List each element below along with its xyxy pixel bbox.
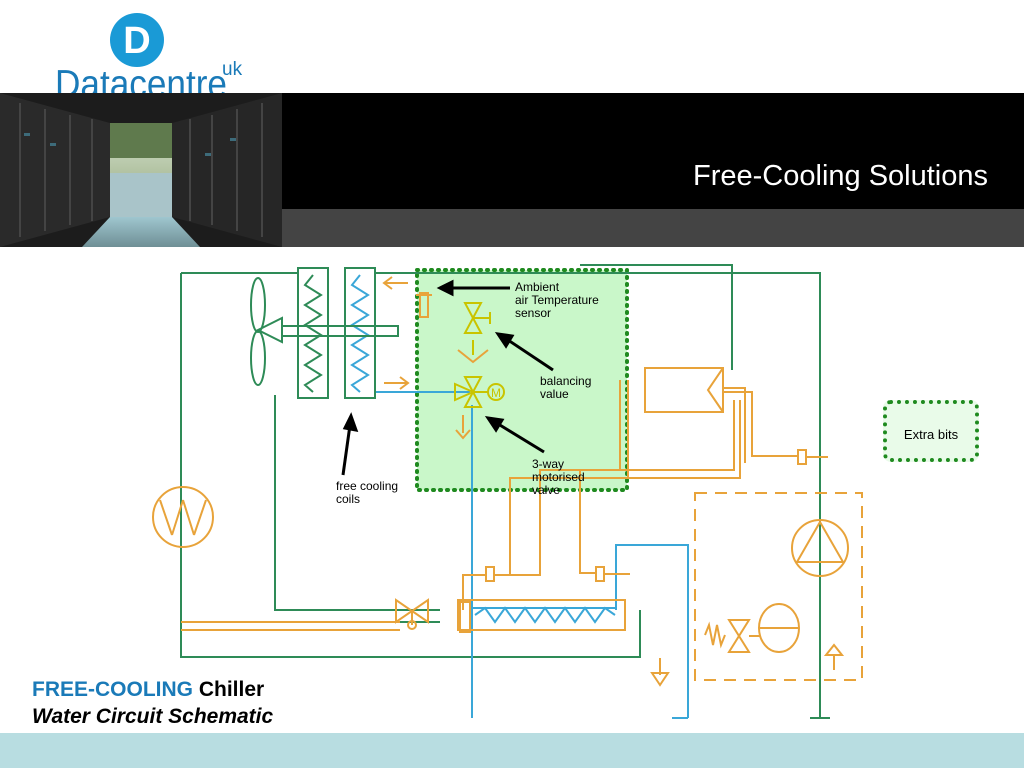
corridor-image: [0, 93, 282, 247]
temperature-sensor-icon: [419, 292, 429, 318]
caption-line2: Water Circuit Schematic: [32, 705, 274, 728]
heat-exchanger-icon: [457, 599, 626, 633]
three-way-valve-icon: [454, 376, 505, 408]
condenser-coil: [297, 267, 329, 399]
title-underbar: [282, 209, 1024, 247]
diagram-caption: FREE-COOLING Chiller Water Circuit Schem…: [32, 676, 273, 730]
diagram-labels: Ambient air Temperature sensor balancing…: [336, 280, 599, 506]
expansion-valve-icon: [395, 598, 429, 630]
drain-arrow-icon: [455, 415, 471, 440]
relief-valve-icon: [704, 603, 800, 653]
up-arrow-icon: [823, 643, 845, 670]
page-title: Free-Cooling Solutions: [693, 160, 988, 192]
free-cooling-coil: [344, 267, 376, 399]
refrigerant-unit-box: [694, 492, 863, 681]
balancing-label-line1: balancing: [540, 374, 591, 388]
valve-label-line1: 3-way: [532, 457, 564, 471]
coils-label-line2: coils: [336, 492, 360, 506]
extra-bits-label: Extra bits: [903, 427, 959, 442]
evaporator-icon: [644, 367, 724, 413]
balancing-label-line2: value: [540, 387, 569, 401]
pump-icon: [791, 519, 849, 577]
extra-bits-box: Extra bits: [883, 400, 979, 462]
caption-highlight: FREE-COOLING: [32, 678, 193, 701]
pointer-arrows: [341, 279, 554, 476]
balancing-valve-icon: [457, 302, 491, 364]
compressor-icon: [152, 486, 214, 548]
drain-arrow-bottom-icon: [650, 658, 670, 687]
sensor-label-line2: air Temperature: [515, 293, 599, 307]
logo-letter: D: [123, 20, 150, 62]
orange-pipework: [181, 380, 800, 631]
sensor-label-line1: Ambient: [515, 280, 560, 294]
motor-symbol: M: [491, 386, 501, 400]
caption-rest: Chiller: [193, 678, 265, 701]
title-bar: [282, 93, 1024, 209]
flow-arrows: [382, 276, 410, 390]
logo-circle: [110, 13, 164, 67]
caption-line1: FREE-COOLING Chiller: [32, 676, 273, 703]
valve-label-line3: valve: [532, 483, 560, 497]
footer-bar: [0, 733, 1024, 768]
datacenter-photo: [0, 93, 282, 247]
coils-label-line1: free cooling: [336, 479, 398, 493]
highlight-region: [415, 268, 629, 492]
sensor-label-line3: sensor: [515, 306, 551, 320]
fan-icon: [250, 277, 399, 386]
logo-suffix: uk: [222, 59, 243, 80]
pipe-fittings: [462, 449, 828, 582]
blue-pipework: [376, 391, 830, 719]
valve-label-line2: motorised: [532, 470, 585, 484]
